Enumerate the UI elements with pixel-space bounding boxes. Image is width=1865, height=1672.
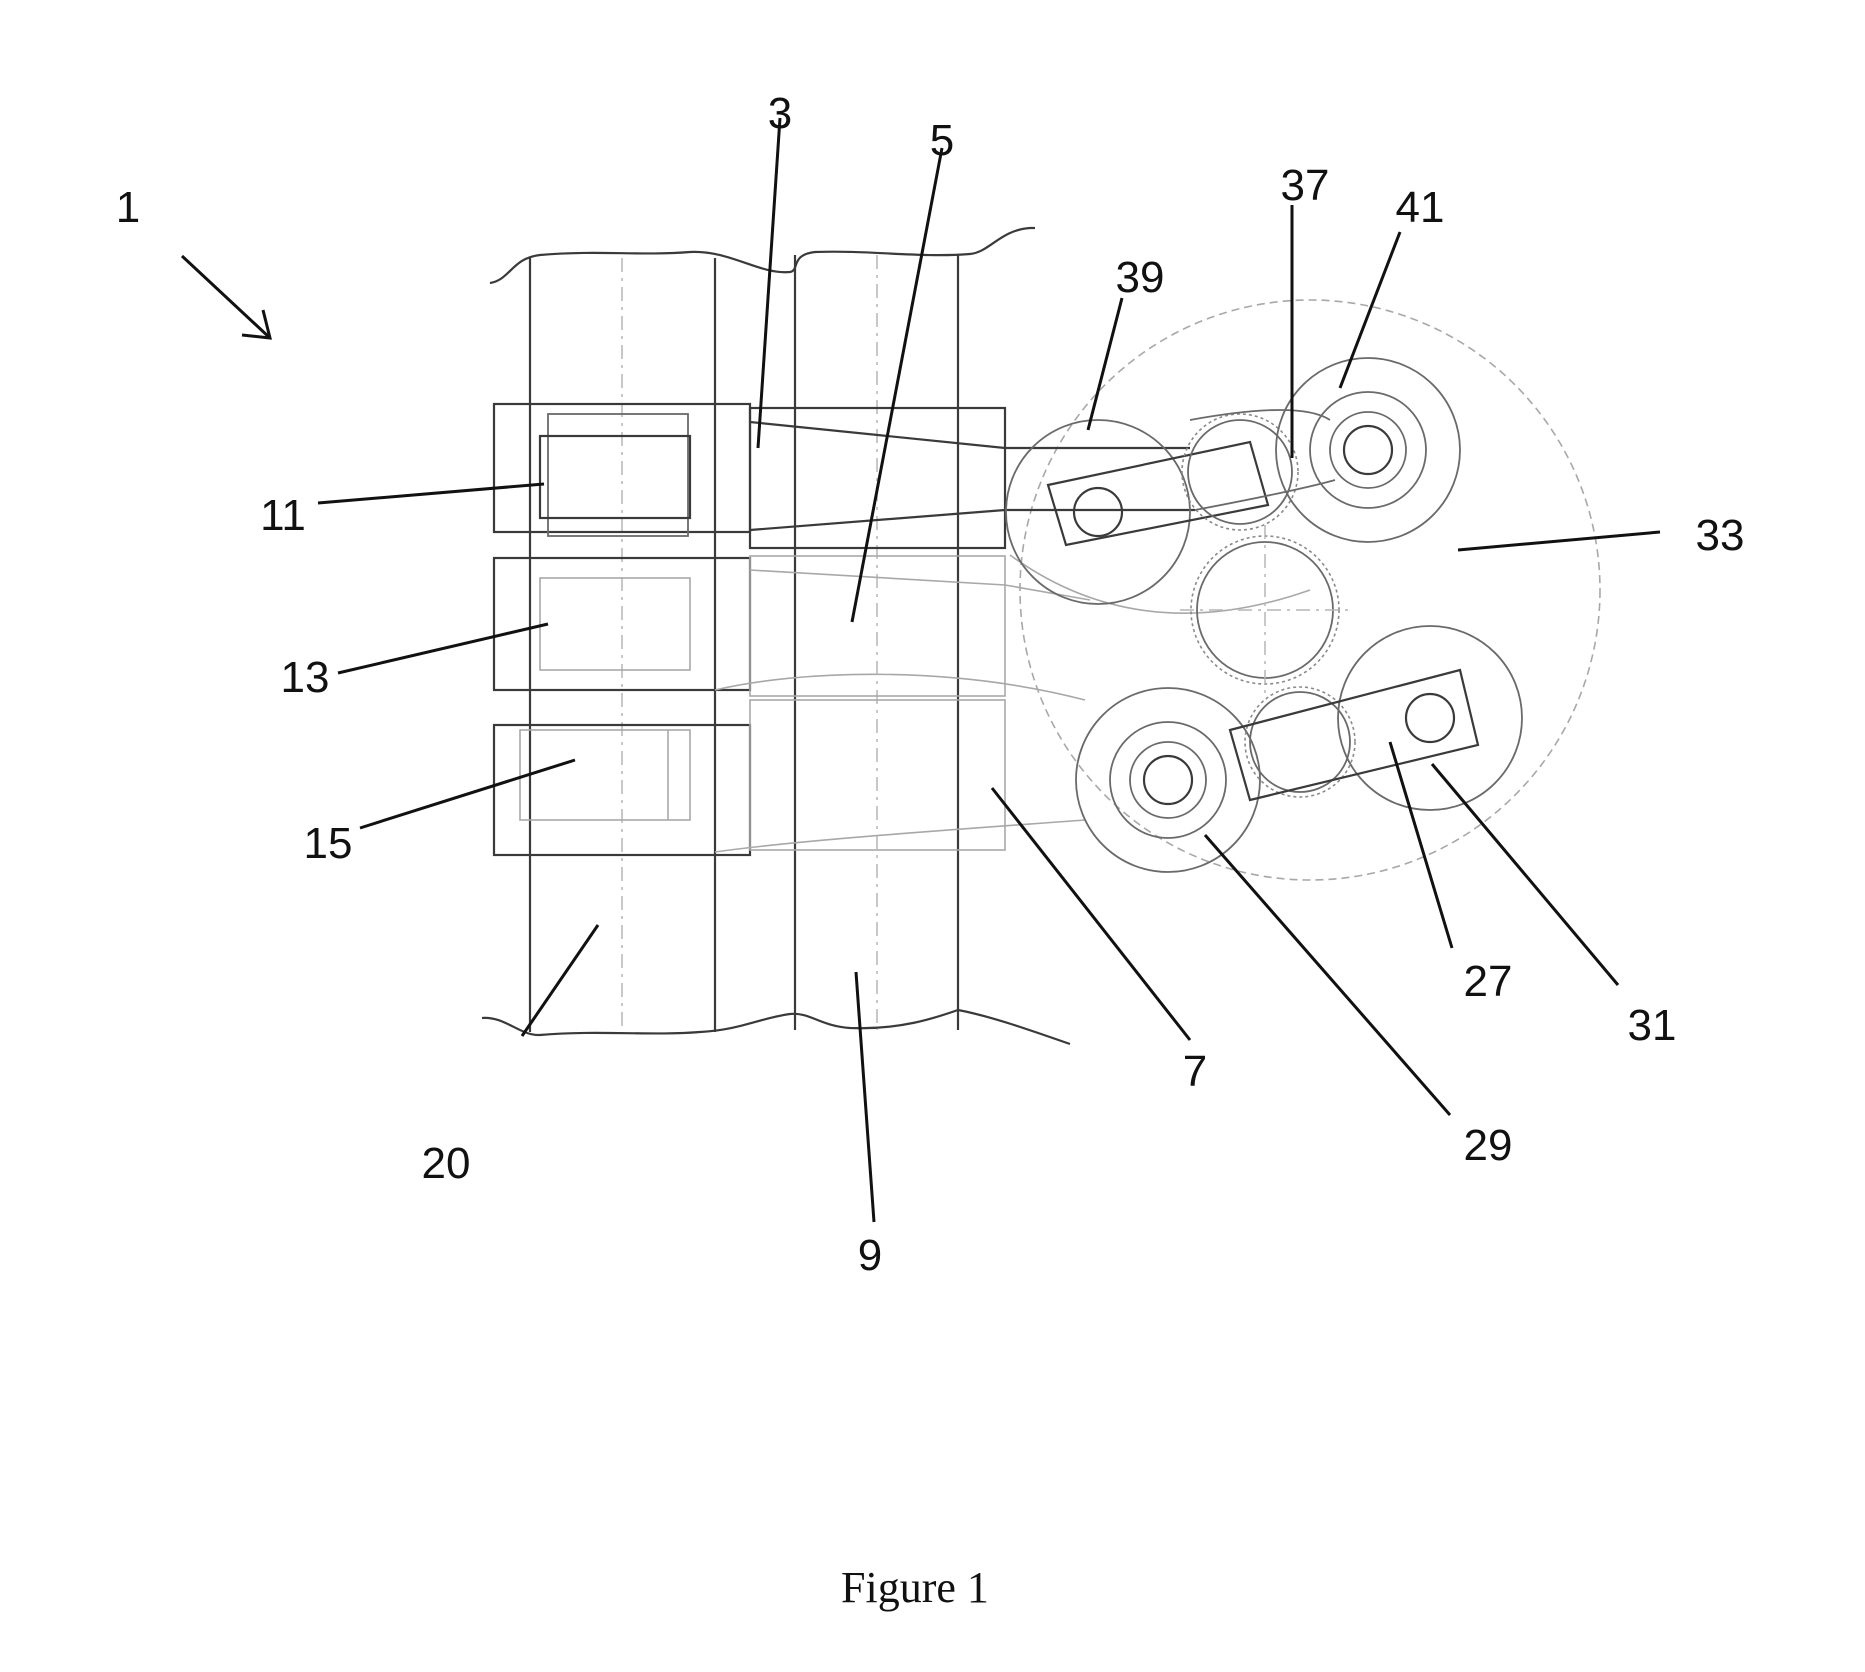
wheel-41 [1190,358,1460,542]
wheel-31 [1230,626,1522,810]
label-27: 27 [1464,957,1513,1006]
figure-caption: Figure 1 [841,1563,989,1612]
arm-3 [750,408,1195,548]
label-13: 13 [281,653,330,702]
rail-left [530,258,715,1032]
label-1: 1 [116,183,140,232]
label-20: 20 [422,1139,471,1188]
clamp-13 [494,558,750,690]
break-line-bottom [482,1010,1070,1044]
label-39: 39 [1116,253,1165,302]
label-31: 31 [1628,1001,1677,1050]
label-33: 33 [1696,511,1745,560]
wheel-29 [1076,688,1260,872]
label-11: 11 [260,491,306,540]
label-37: 37 [1281,161,1330,210]
central-gear [1180,525,1350,695]
label-5: 5 [930,116,954,165]
label-7: 7 [1183,1047,1207,1096]
label-41: 41 [1396,183,1445,232]
break-line-top [490,228,1035,283]
label-15: 15 [304,819,353,868]
arm-7 [715,674,1085,852]
label-9: 9 [858,1231,882,1280]
gear-37 [1182,414,1298,530]
label-29: 29 [1464,1121,1513,1170]
arrow-1 [182,256,270,338]
label-3: 3 [768,89,792,138]
rail-right [795,255,958,1030]
